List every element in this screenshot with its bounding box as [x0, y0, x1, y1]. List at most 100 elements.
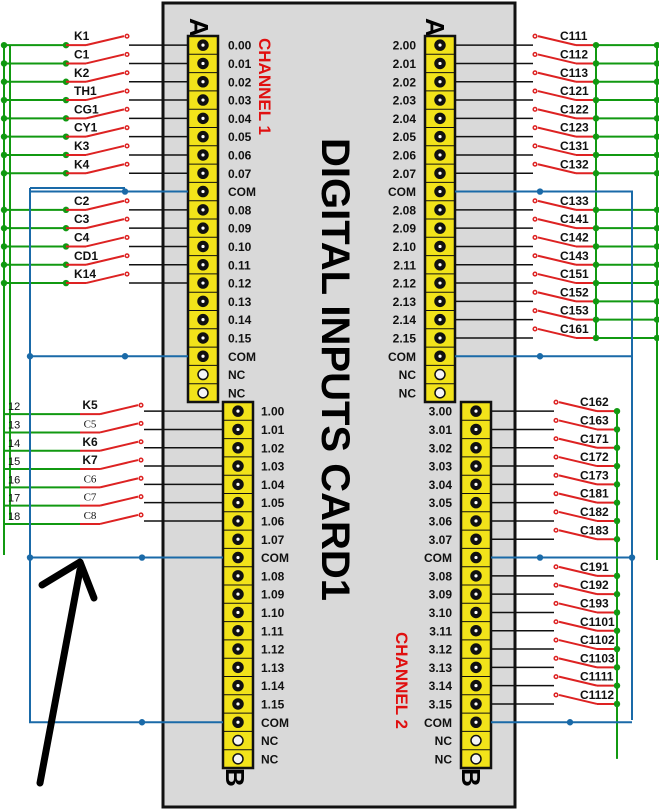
pin-label: NC	[261, 734, 279, 748]
switch-contact	[532, 70, 538, 76]
switch-blade	[85, 273, 125, 285]
junction-dot	[0, 96, 8, 104]
pin-label: 0.02	[228, 75, 252, 89]
input-switch	[491, 399, 617, 413]
junction-dot	[653, 151, 659, 159]
junction-dot	[613, 590, 621, 598]
switch-blade	[537, 126, 577, 138]
pin-label: 2.05	[393, 130, 417, 144]
pin-label: 2.03	[393, 94, 417, 108]
pin-label: NC	[399, 386, 417, 400]
switch-label: C133	[560, 194, 589, 208]
switch-contact	[553, 637, 559, 643]
switch-contact	[138, 475, 144, 481]
input-switch	[455, 289, 596, 303]
pin-contact-center	[201, 244, 205, 249]
pin-contact-center	[474, 555, 478, 560]
switch-label: C3	[74, 212, 90, 226]
switch-contact	[553, 399, 559, 405]
switch-contact	[532, 33, 538, 39]
switch-label: C193	[580, 596, 609, 610]
junction-dot	[653, 298, 659, 305]
pin-contact-center	[201, 318, 205, 322]
junction-dot	[0, 243, 8, 250]
junction-dot	[138, 554, 146, 561]
pin-label: 3.01	[429, 423, 453, 437]
pin-contact-center	[474, 684, 478, 688]
pin-label: 0.08	[228, 203, 252, 217]
blue-com-bus-left	[29, 356, 223, 724]
pin-contact-center	[474, 665, 478, 669]
switch-contact	[532, 125, 538, 131]
switch-contact	[124, 198, 130, 204]
pin-label: 1.04	[261, 478, 285, 492]
pin-contact-center	[438, 98, 442, 102]
junction-dot	[592, 115, 600, 122]
switch-contact	[532, 326, 538, 332]
switch-contact	[124, 51, 130, 58]
channel-2-label: CHANNEL 2	[392, 632, 411, 729]
switch-label: C123	[560, 121, 589, 135]
pin-label: 2.12	[393, 277, 417, 291]
switch-label: K2	[74, 66, 90, 80]
pin-label: 2.13	[393, 295, 417, 309]
junction-dot	[613, 536, 621, 543]
switch-contact	[124, 253, 130, 259]
switch-contact	[553, 655, 559, 661]
switch-label: TH1	[74, 84, 97, 98]
junction-dot	[592, 151, 600, 159]
switch-label: C191	[580, 560, 609, 574]
switch-contact	[532, 88, 538, 94]
pin-label: NC	[435, 734, 453, 748]
switch-label: C4	[74, 230, 90, 244]
input-switch	[491, 655, 617, 669]
input-switch	[455, 234, 596, 248]
input-switch	[455, 33, 596, 47]
switch-blade	[99, 477, 139, 489]
terminal-number: 17	[8, 493, 20, 505]
pin-contact-center	[474, 446, 478, 450]
junction-dot	[0, 151, 8, 159]
pin-contact-center	[236, 482, 240, 486]
connector-strips	[186, 34, 493, 770]
pin-label: 1.12	[261, 643, 285, 657]
switch-contact	[124, 70, 130, 76]
pin-label: 2.06	[393, 148, 417, 162]
input-switch	[491, 674, 617, 687]
switch-contact	[553, 527, 559, 533]
pin-label: 3.11	[429, 624, 452, 638]
pin-contact-center	[438, 80, 442, 84]
pin-label: 0.11	[228, 258, 251, 272]
switch-blade	[537, 291, 577, 303]
pin-contact	[434, 387, 446, 399]
pin-contact-center	[236, 519, 240, 523]
pin-label: 0.14	[228, 313, 252, 327]
switch-contact	[553, 564, 559, 570]
input-switch	[66, 51, 188, 65]
switch-label: C121	[560, 84, 589, 98]
pin-contact-center	[438, 263, 442, 267]
switch-label: K1	[74, 29, 90, 43]
pin-contact-center	[438, 336, 442, 340]
switch-label: C113	[560, 66, 588, 80]
switch-label: C8	[84, 510, 97, 522]
pin-contact-center	[201, 116, 205, 120]
pin-contact-center	[474, 409, 478, 413]
pin-label: 2.11	[393, 258, 416, 272]
pin-label: 3.10	[429, 606, 453, 620]
junction-dot	[653, 78, 659, 85]
pin-label: 2.01	[393, 57, 417, 71]
junction-dot	[592, 170, 600, 177]
switch-label: C7	[84, 492, 97, 504]
switch-contact	[553, 600, 559, 607]
input-switch	[491, 619, 617, 632]
pin-contact-center	[438, 208, 442, 212]
pin-contact	[197, 368, 209, 381]
junction-dot	[653, 170, 659, 177]
column-letter-a-right: A	[420, 18, 450, 37]
switch-label: C163	[580, 413, 609, 427]
terminal-number: 14	[8, 438, 20, 450]
junction-dot	[653, 334, 659, 342]
pin-label: 1.00	[261, 405, 285, 419]
input-switch	[80, 420, 223, 434]
